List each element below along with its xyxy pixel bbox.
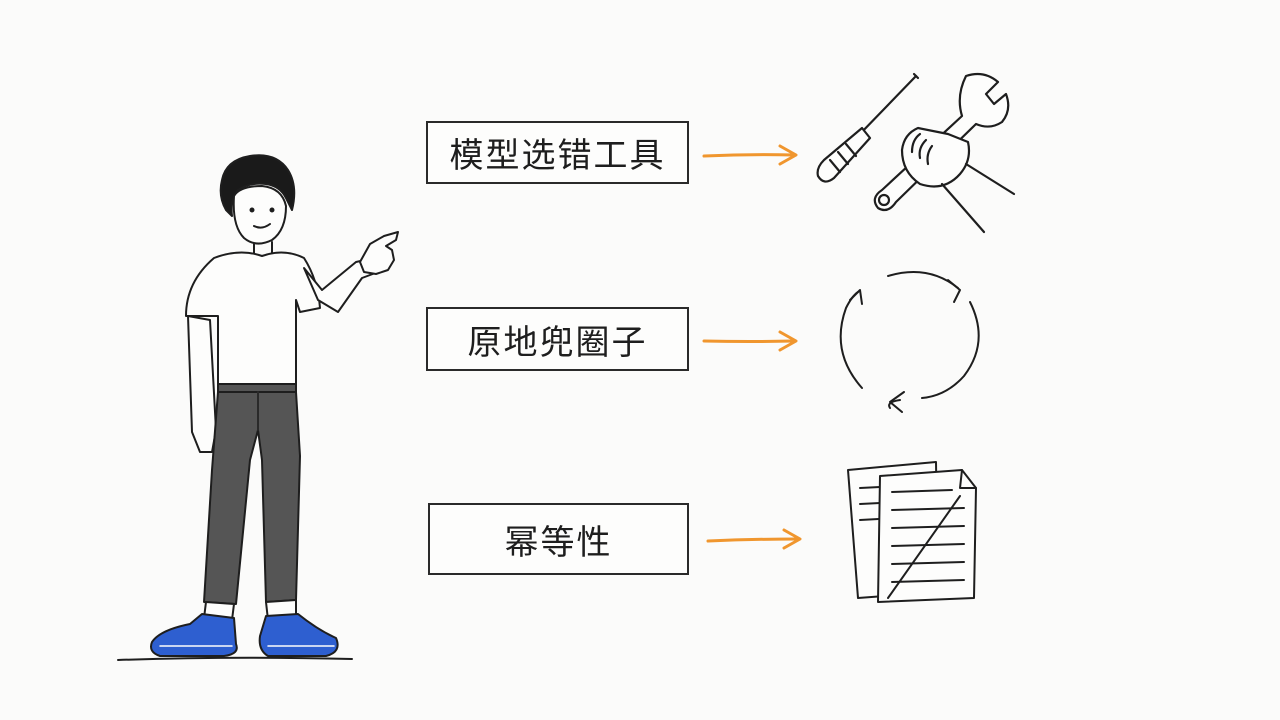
label-text: 幂等性 bbox=[504, 522, 613, 563]
arrow-right-icon bbox=[702, 144, 798, 166]
label-box-wrong-tool: 模型选错工具 bbox=[426, 121, 689, 184]
arrow-right-icon bbox=[702, 330, 798, 352]
label-text: 原地兜圈子 bbox=[467, 322, 648, 363]
person-pointing-illustration bbox=[117, 154, 399, 661]
label-text: 模型选错工具 bbox=[449, 136, 666, 176]
screwdriver-wrench-icon bbox=[816, 72, 1016, 234]
label-box-idempotency: 幂等性 bbox=[428, 503, 689, 575]
label-box-going-in-circles: 原地兜圈子 bbox=[426, 307, 689, 371]
circular-arrows-icon bbox=[839, 271, 980, 413]
arrow-right-icon bbox=[706, 528, 802, 550]
duplicate-documents-icon bbox=[847, 461, 977, 603]
